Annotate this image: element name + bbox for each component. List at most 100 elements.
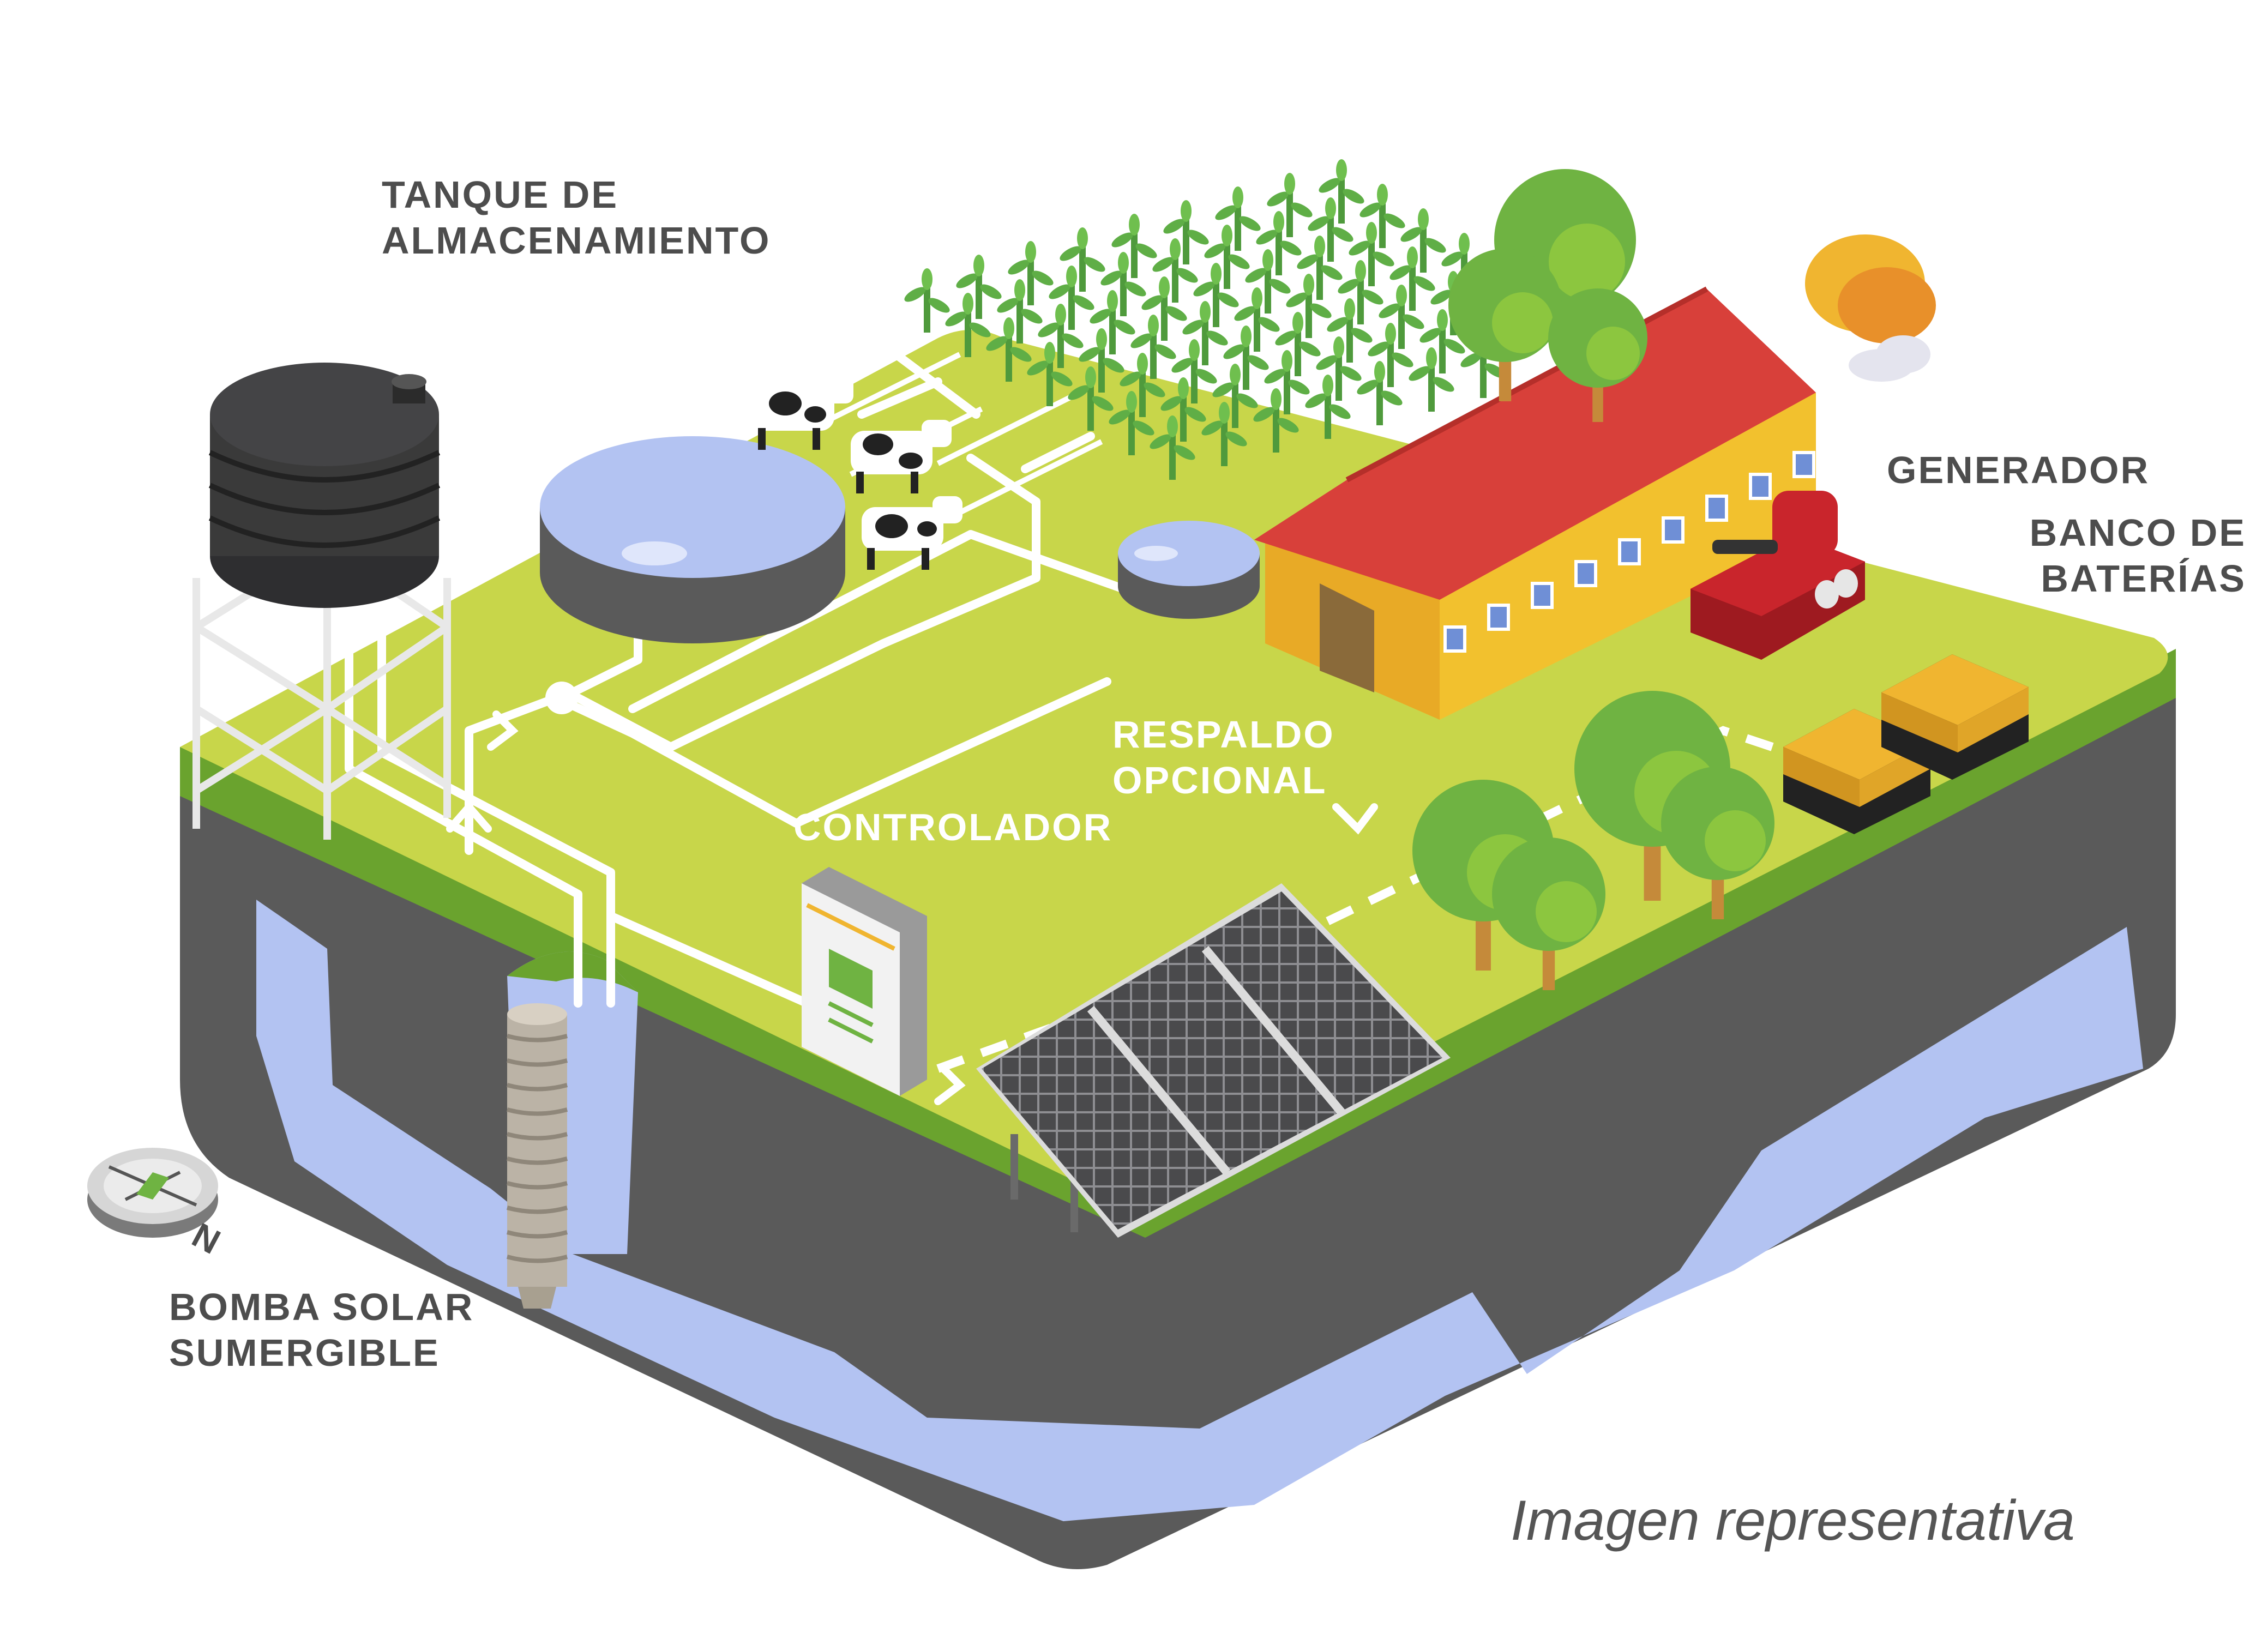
solar-array: [976, 883, 1451, 1238]
crop-plant: [1264, 350, 1310, 414]
pipe-junction: [545, 682, 578, 714]
crop-plant: [1267, 173, 1313, 237]
crop-plant: [1409, 347, 1454, 412]
crop-plant: [1316, 336, 1362, 401]
crop-plant: [1111, 214, 1157, 278]
crop-plant: [1204, 225, 1250, 289]
controller-unit: [802, 867, 927, 1096]
crop-plant: [1275, 312, 1321, 376]
crop-plant: [986, 317, 1032, 382]
crop-plant: [1038, 304, 1084, 368]
crop-plant: [904, 268, 950, 333]
label-optional-backup-line-1: RESPALDO: [1112, 713, 1335, 756]
crop-plant: [1068, 366, 1114, 431]
barn-window: [1792, 451, 1815, 478]
crop-plant: [1215, 186, 1261, 251]
label-submersible-pump-line-2: SUMERGIBLE: [169, 1331, 440, 1374]
compass-icon: [87, 1148, 218, 1238]
crop-plant: [1256, 211, 1302, 275]
trees: [1412, 169, 1774, 990]
crop-plant: [1008, 241, 1054, 305]
crop-plant: [1160, 377, 1206, 442]
crop-field: [904, 159, 1517, 480]
crop-plant: [1379, 285, 1424, 349]
label-storage-tank-line-1: TANQUE DE: [382, 173, 619, 216]
crop-plant: [1400, 208, 1446, 273]
crop-plant: [1100, 252, 1146, 316]
crop-plant: [1109, 391, 1154, 455]
flow-arrows: [446, 710, 1378, 1105]
crop-plant: [1308, 197, 1353, 262]
well-rim: [507, 951, 638, 992]
crop-plant: [1201, 402, 1247, 466]
crop-plant: [1359, 184, 1405, 248]
crop-plant: [945, 293, 991, 357]
barn-window: [1618, 538, 1641, 565]
cows: [753, 376, 962, 570]
label-storage-tank-line-2: ALMACENAMIENTO: [382, 219, 771, 262]
barn-window: [1531, 582, 1554, 609]
small-pond: [1118, 521, 1260, 619]
crop-plant: [997, 279, 1043, 344]
barn-window: [1662, 516, 1685, 544]
generator-unit: [1691, 491, 1865, 660]
crop-plant: [1027, 342, 1073, 406]
barn-window: [1705, 495, 1728, 522]
crop-plant: [1327, 298, 1373, 363]
aquifer-water: [256, 900, 2143, 1521]
crop-plant: [1212, 364, 1258, 428]
crop-plant: [1245, 249, 1291, 314]
large-pond: [540, 436, 845, 643]
crop-plant: [1049, 266, 1094, 330]
barn-window: [1487, 604, 1510, 631]
barn-window: [1749, 473, 1772, 500]
tree: [1548, 288, 1647, 422]
crop-plant: [1286, 274, 1332, 338]
crop-plant: [1193, 263, 1239, 327]
crop-plant: [1171, 339, 1217, 403]
barn-window: [1574, 560, 1597, 587]
label-storage-tank: TANQUE DE ALMACENAMIENTO: [382, 172, 771, 263]
crop-plant: [1163, 200, 1209, 264]
label-optional-backup: RESPALDO OPCIONAL: [1112, 712, 1335, 803]
crop-plant: [1419, 309, 1465, 373]
label-optional-backup-line-2: OPCIONAL: [1112, 759, 1327, 802]
crop-plant: [1152, 238, 1198, 303]
label-controller: CONTROLADOR: [793, 806, 1113, 848]
crop-plant: [1357, 361, 1403, 425]
crop-plant: [1130, 315, 1176, 379]
crop-plant: [1297, 236, 1343, 300]
storage-tank: [192, 363, 451, 840]
sun-icon: [1805, 234, 1936, 382]
crop-plant: [1079, 328, 1124, 393]
crop-plant: [1090, 290, 1135, 354]
image-caption: Imagen representativa: [1511, 1489, 2075, 1552]
battery-bank: [1783, 654, 2029, 834]
label-submersible-pump: BOMBA SOLAR SUMERGIBLE: [169, 1284, 474, 1376]
crop-plant: [1060, 227, 1105, 292]
crop-plant: [1141, 276, 1187, 341]
crop-plant: [1234, 287, 1280, 352]
crop-plant: [1305, 375, 1351, 439]
tree: [1492, 837, 1605, 990]
submersible-pump: [506, 1003, 568, 1309]
label-generator: GENERADOR: [1887, 449, 2150, 491]
tree: [1661, 767, 1774, 919]
crop-plant: [1319, 159, 1364, 224]
crop-plant: [1182, 301, 1228, 365]
crop-plant: [1120, 353, 1165, 417]
crop-plant: [1349, 222, 1394, 286]
crop-plant: [1223, 326, 1269, 390]
barn-window: [1443, 625, 1466, 653]
barn: [1254, 286, 1816, 720]
crop-plant: [1253, 388, 1299, 453]
label-battery-bank-line-2: BATERÍAS: [2041, 557, 2246, 600]
label-submersible-pump-line-1: BOMBA SOLAR: [169, 1286, 474, 1328]
label-battery-bank-line-1: BANCO DE: [2029, 511, 2246, 554]
tree: [1448, 249, 1562, 401]
crop-plant: [1150, 415, 1195, 480]
crop-plant: [1389, 246, 1435, 311]
crop-plant: [1338, 260, 1383, 324]
